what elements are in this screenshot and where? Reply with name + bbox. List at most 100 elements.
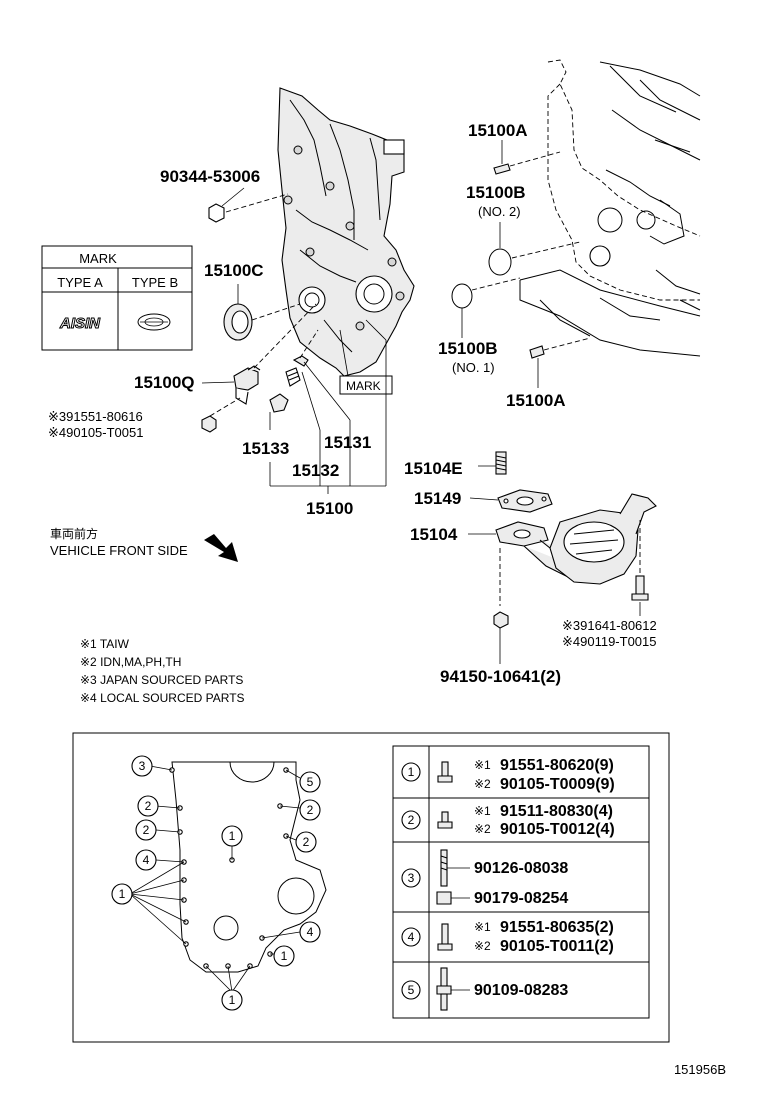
part-15104E: 15104E <box>404 459 463 478</box>
table-row1-num: 1 <box>408 765 415 779</box>
callout-2a-circle <box>137 795 159 817</box>
table-row5-circle <box>401 980 421 1000</box>
callout-4b-circle <box>299 921 321 943</box>
bolt-strainer <box>631 520 649 616</box>
note-4: ※4 LOCAL SOURCED PARTS <box>80 691 245 705</box>
stud-15104E <box>495 451 507 475</box>
table-row2-num: 2 <box>408 813 415 827</box>
table-row1-b: 90105-T0009(9) <box>500 776 615 793</box>
figure-id: 151956B <box>674 1062 726 1077</box>
part-15149: 15149 <box>414 489 461 508</box>
engine-block-drawing <box>519 59 701 357</box>
table-row3-a: 90126-08038 <box>474 860 568 877</box>
table-row4-circle <box>401 927 421 947</box>
table-row4-b-mark: ※2 <box>474 939 491 953</box>
table-row4-b: 90105-T0011(2) <box>500 938 614 955</box>
callout-4a-circle <box>135 849 157 871</box>
part-15100B-bottom-note: (NO. 1) <box>452 360 495 375</box>
table-row2-circle <box>401 810 421 830</box>
part-90119-T0015: ※490119-T0015 <box>562 634 657 649</box>
callout-3-circle <box>131 755 153 777</box>
part-15100: 15100 <box>306 499 353 518</box>
mark-table <box>41 245 193 351</box>
table-row3-circle <box>401 868 421 888</box>
note-2: ※2 IDN,MA,PH,TH <box>80 655 181 669</box>
bolt-table <box>392 745 650 1019</box>
pin-15100A-top <box>493 151 561 175</box>
part-91641-80612: ※391641-80612 <box>562 618 657 633</box>
callout-2d: 2 <box>303 835 310 849</box>
mark-table-type-a: TYPE A <box>57 275 103 290</box>
callout-4a: 4 <box>143 853 150 867</box>
bolt-15100Q <box>201 397 241 433</box>
mark-logo-type-a: AISIN <box>59 315 101 332</box>
callout-1b-circle <box>111 883 133 905</box>
part-15100C: 15100C <box>204 261 264 280</box>
table-row2-b-mark: ※2 <box>474 822 491 836</box>
part-15100B-top: 15100B <box>466 183 526 202</box>
part-15100Q: 15100Q <box>134 373 195 392</box>
part-91551-80616: ※391551-80616 <box>48 409 143 424</box>
oring-15100B-top <box>488 241 581 276</box>
callout-1c-circle <box>273 945 295 967</box>
inset-cover-outline <box>171 761 327 973</box>
bolt-inset-frame <box>72 732 670 1043</box>
gasket-15149 <box>497 489 553 513</box>
table-row1-circle <box>401 762 421 782</box>
table-row5-num: 5 <box>408 983 415 997</box>
callout-5-circle <box>299 771 321 793</box>
stud-nut-icon <box>436 967 470 1011</box>
timing-chain-cover-drawing <box>277 87 415 377</box>
stud-bolt-icon <box>436 849 470 905</box>
callout-1a: 1 <box>229 829 236 843</box>
oring-15100B-bottom <box>451 277 521 309</box>
mark-table-type-b: TYPE B <box>132 275 178 290</box>
mark-label-box <box>339 375 393 395</box>
part-90344-53006: 90344-53006 <box>160 167 260 186</box>
table-row4-a: 91551-80635(2) <box>500 919 614 936</box>
callout-2b: 2 <box>307 803 314 817</box>
part-15100A-bottom: 15100A <box>506 391 566 410</box>
strainer-15104 <box>495 493 657 606</box>
table-row1-b-mark: ※2 <box>474 777 491 791</box>
inset-leaders <box>129 765 301 993</box>
valve-15100Q <box>233 303 317 405</box>
part-15132: 15132 <box>292 461 339 480</box>
callout-2b-circle <box>299 799 321 821</box>
callout-1c: 1 <box>281 949 288 963</box>
table-row2-a: 91511-80830(4) <box>500 803 613 820</box>
vehicle-front-en: VEHICLE FRONT SIDE <box>50 543 188 558</box>
table-row2-a-mark: ※1 <box>474 804 491 818</box>
part-15100A-top: 15100A <box>468 121 528 140</box>
nut-94150 <box>493 611 509 664</box>
callout-1b: 1 <box>119 887 126 901</box>
seal-15100C <box>223 303 301 341</box>
table-row3-num: 3 <box>408 871 415 885</box>
spring-plug-parts <box>269 329 319 413</box>
callout-2a: 2 <box>145 799 152 813</box>
table-row2-b: 90105-T0012(4) <box>500 821 615 838</box>
callout-5: 5 <box>307 775 314 789</box>
part-94150-10641: 94150-10641(2) <box>440 667 561 686</box>
bolt-short-icon <box>437 811 453 829</box>
table-row1-a: 91551-80620(9) <box>500 757 614 774</box>
callout-3: 3 <box>139 759 146 773</box>
callout-1d: 1 <box>229 993 236 1007</box>
vehicle-front-arrow-icon <box>204 534 238 562</box>
pin-15100A-bottom <box>529 337 591 359</box>
vehicle-front-jp: 車両前方 <box>50 526 98 541</box>
part-15131: 15131 <box>324 433 371 452</box>
part-15104: 15104 <box>410 525 458 544</box>
callout-1a-circle <box>221 825 243 847</box>
part-15133: 15133 <box>242 439 289 458</box>
note-3: ※3 JAPAN SOURCED PARTS <box>80 673 243 687</box>
mark-table-title: MARK <box>79 251 117 266</box>
part-90105-T0051: ※490105-T0051 <box>48 425 143 440</box>
callout-2c: 2 <box>143 823 150 837</box>
part-15100B-bottom: 15100B <box>438 339 498 358</box>
bolt-long-icon <box>437 923 453 951</box>
callout-2c-circle <box>135 819 157 841</box>
table-row4-a-mark: ※1 <box>474 920 491 934</box>
table-row3-b: 90179-08254 <box>474 890 568 907</box>
